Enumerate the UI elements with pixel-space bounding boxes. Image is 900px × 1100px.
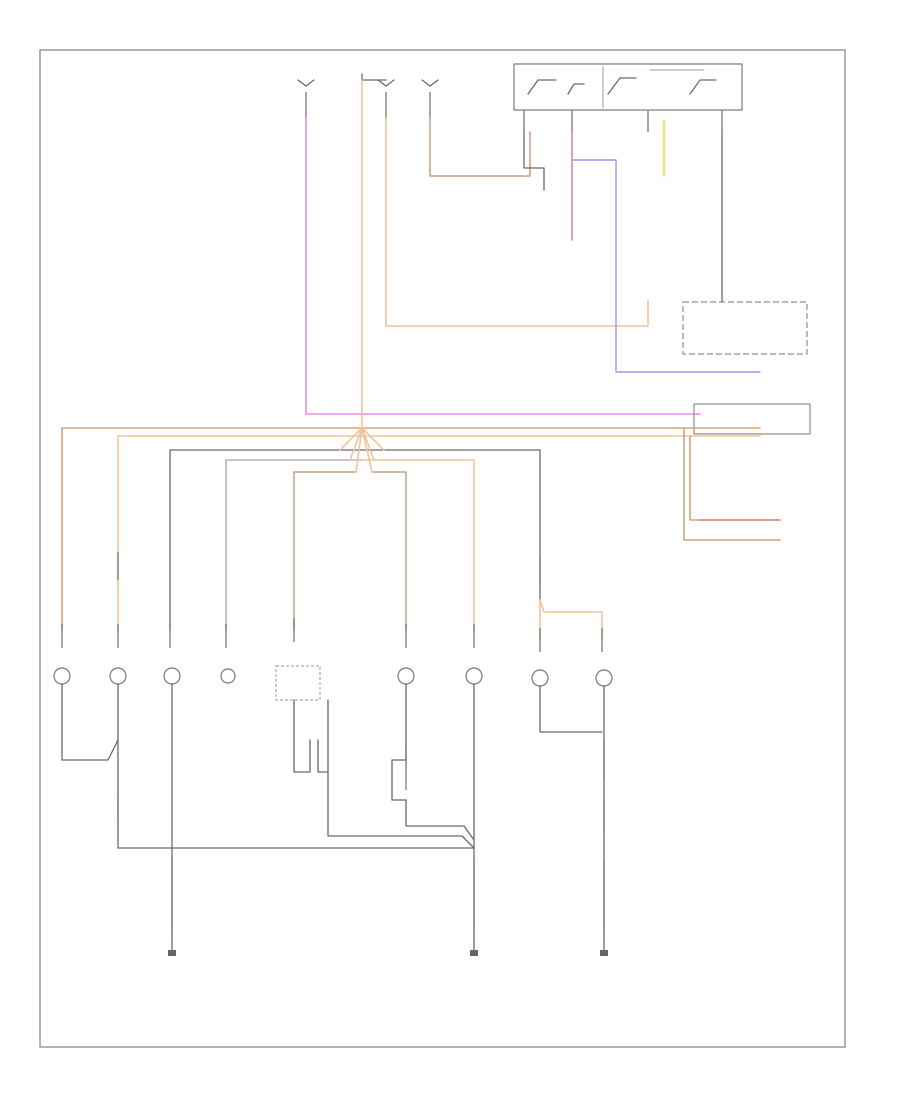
grounds xyxy=(168,950,608,956)
lamp-6 xyxy=(465,667,483,685)
right-module-b xyxy=(693,403,811,435)
diagram-frame xyxy=(39,49,846,1048)
lamp-4 xyxy=(220,668,236,684)
switch-component xyxy=(275,665,321,701)
lamps xyxy=(53,665,613,701)
lamp-7 xyxy=(531,669,549,687)
top-wires xyxy=(305,79,761,429)
lower-wires xyxy=(61,683,605,953)
lower-connectors xyxy=(117,740,605,930)
ground-1 xyxy=(168,950,176,956)
switch-module xyxy=(513,63,743,111)
lamp-1 xyxy=(53,667,71,685)
main-bus xyxy=(61,427,781,541)
right-module-a xyxy=(682,301,808,355)
lamp-5 xyxy=(397,667,415,685)
drop-connectors xyxy=(61,552,603,652)
ground-2 xyxy=(470,950,478,956)
ground-3 xyxy=(600,950,608,956)
lamp-2 xyxy=(109,667,127,685)
lamp-8 xyxy=(595,669,613,687)
lamp-3 xyxy=(163,667,181,685)
lamp-drops xyxy=(61,427,603,641)
